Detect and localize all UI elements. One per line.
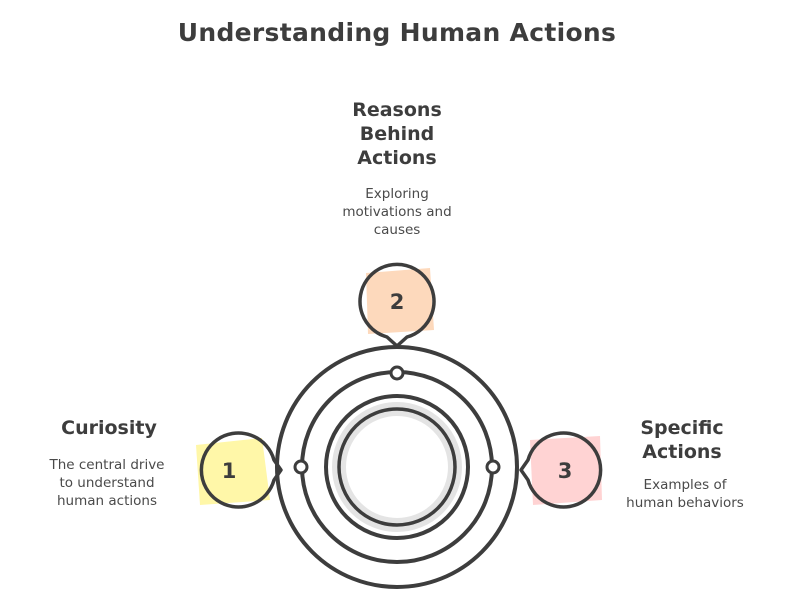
inner-ring	[324, 394, 470, 540]
node-2-bubble: 2	[358, 262, 436, 348]
node-1-bubble: 1	[196, 431, 283, 509]
innermost-ring	[337, 407, 457, 527]
node-3-number: 3	[558, 459, 573, 483]
node-3-description: Examples of human behaviors	[626, 477, 744, 511]
node-2-heading: Reasons Behind Actions	[352, 99, 442, 169]
connector-dot-top	[389, 365, 405, 381]
connector-dot-left	[293, 459, 309, 475]
node-2-description: Exploring motivations and causes	[342, 186, 452, 238]
connector-dot-right	[485, 459, 501, 475]
outer-ring	[275, 345, 519, 589]
diagram-title: Understanding Human Actions	[177, 18, 617, 47]
node-1-description: The central drive to understand human ac…	[49, 457, 165, 509]
node-2-number: 2	[390, 290, 405, 314]
node-1-number: 1	[222, 459, 237, 483]
node-3-heading: Specific Actions	[640, 417, 724, 463]
node-1-heading: Curiosity	[61, 417, 157, 439]
node-3-bubble: 3	[519, 431, 603, 509]
middle-ring	[300, 370, 494, 564]
